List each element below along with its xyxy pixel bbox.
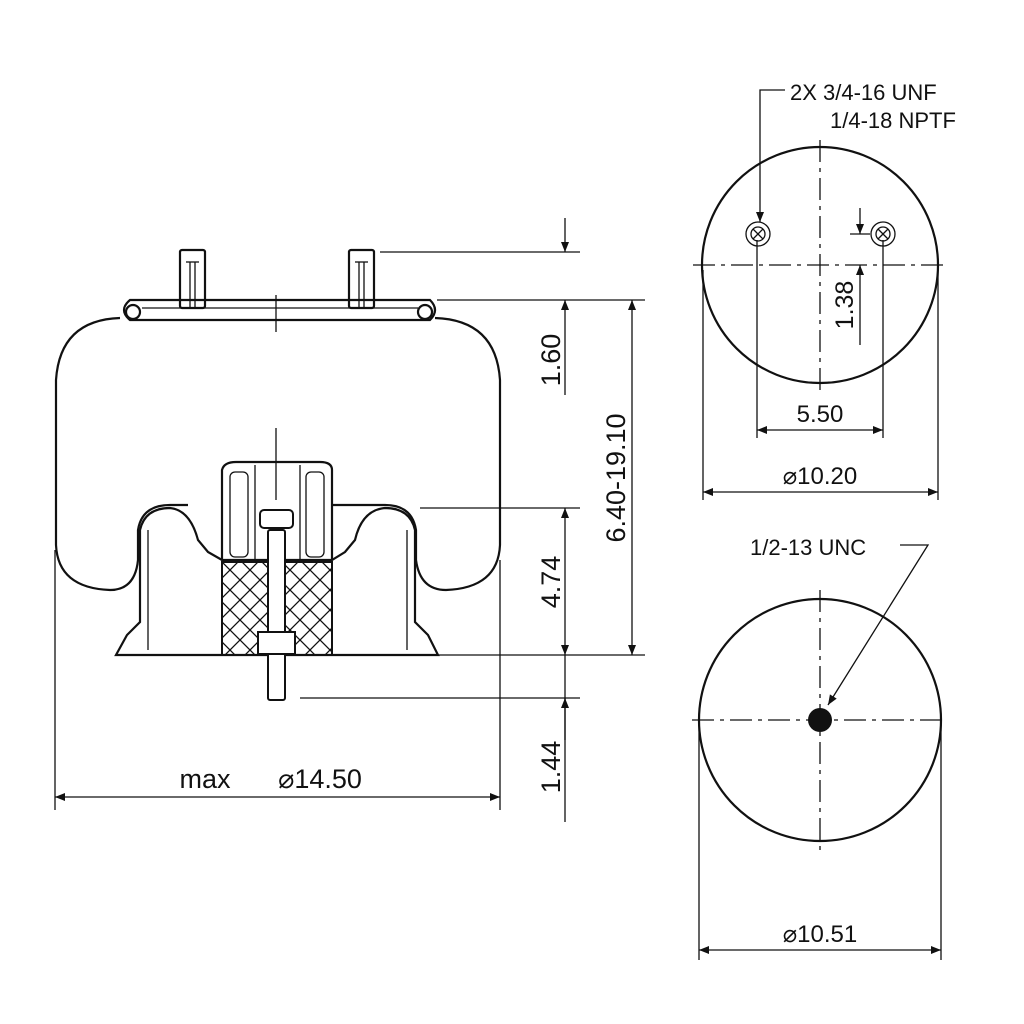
dim-stud-height: 1.60 (536, 334, 566, 387)
lower-bolt (267, 529, 286, 701)
bellows (54, 316, 502, 592)
stud-hole-left (745, 221, 771, 247)
dim-height-range: 6.40-19.10 (601, 413, 631, 542)
callout-thread-2: 1/4-18 NPTF (830, 108, 956, 133)
dim-bottom-diameter: ⌀10.51 (783, 921, 858, 948)
callout-bolt-thread: 1/2-13 UNC (750, 535, 866, 560)
top-view: 2X 3/4-16 UNF 1/4-18 NPTF 1.38 5.50 ⌀10.… (693, 80, 956, 500)
bumper (220, 460, 334, 560)
bottom-view: 1/2-13 UNC ⌀10.51 (692, 535, 948, 960)
dim-offset: 1.38 (831, 281, 859, 330)
dim-top-diameter: ⌀10.20 (783, 463, 858, 490)
dim-piston-height: 4.74 (536, 556, 566, 609)
bolt-hole (808, 708, 832, 732)
bead-plate (122, 298, 437, 322)
dim-bolt-length: 1.44 (536, 741, 566, 794)
callout-thread-1: 2X 3/4-16 UNF (790, 80, 937, 105)
dim-stud-spacing: 5.50 (797, 401, 844, 428)
side-dimensions: 1.60 6.40-19.10 4.74 1.44 max ⌀14.50 (54, 218, 645, 822)
side-view (54, 248, 502, 701)
dim-max-prefix: max (179, 764, 231, 794)
dim-max-diameter: ⌀14.50 (278, 764, 362, 794)
